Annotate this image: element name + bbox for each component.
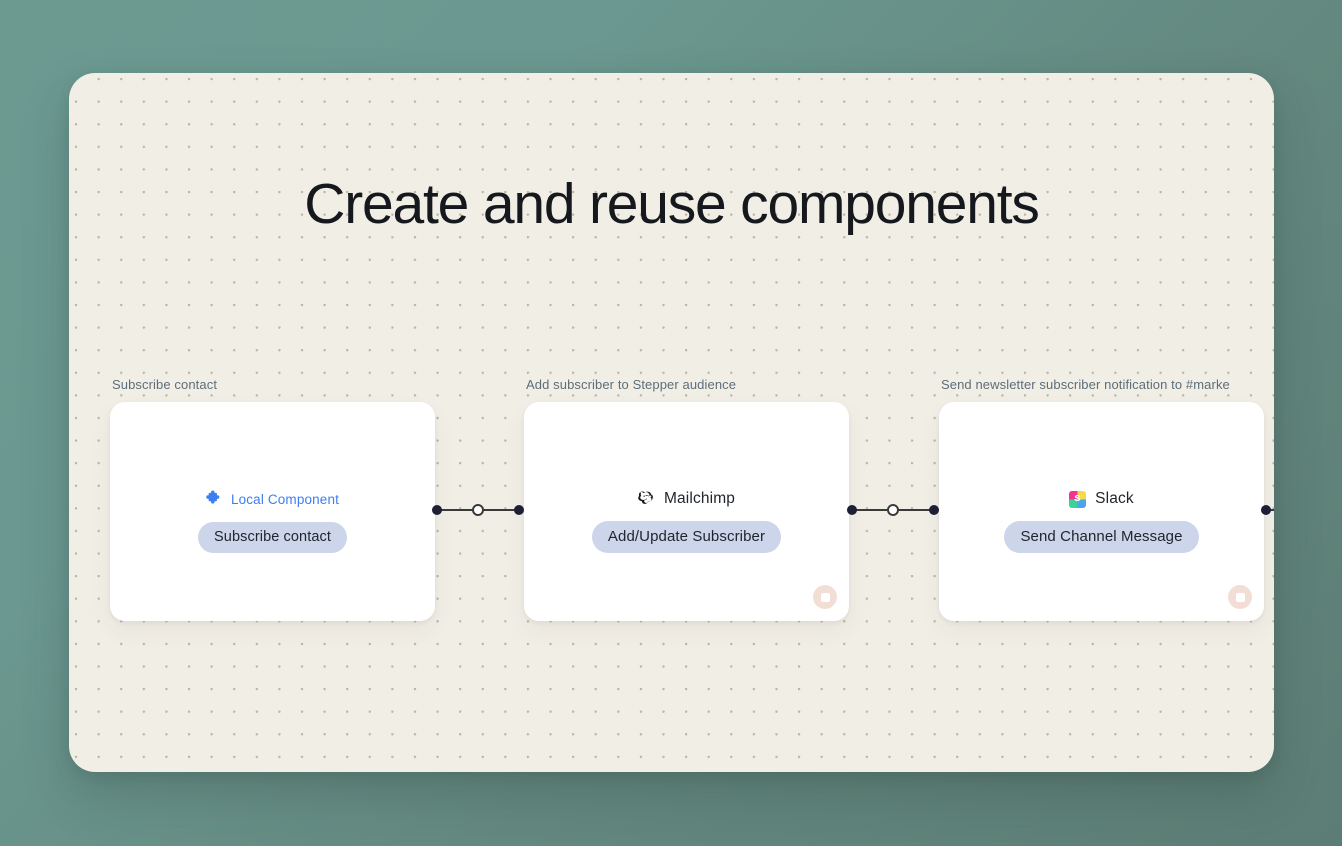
node-app-name: Local Component (230, 492, 340, 507)
node-action-pill[interactable]: Add/Update Subscriber (591, 521, 782, 553)
stop-square-icon (1235, 592, 1245, 602)
node-action-pill[interactable]: Subscribe contact (198, 521, 347, 553)
workflow-node[interactable]: Add subscriber to Stepper audience Mailc… (524, 377, 849, 621)
workflow-flow: Subscribe contact Local Component Subscr… (69, 73, 1274, 772)
stop-badge[interactable] (813, 585, 837, 609)
workflow-node[interactable]: Send newsletter subscriber notification … (939, 377, 1264, 621)
slack-icon (1069, 490, 1087, 508)
stop-badge[interactable] (1228, 585, 1252, 609)
workflow-canvas[interactable]: Create and reuse components Subscribe co… (69, 73, 1274, 772)
node-app-name: Slack (1095, 490, 1134, 507)
node-card[interactable]: Mailchimp Add/Update Subscriber (524, 402, 849, 621)
node-connector[interactable] (432, 504, 524, 516)
puzzle-piece-icon (206, 489, 222, 510)
node-action-pill[interactable]: Send Channel Message (1004, 521, 1199, 553)
page-title: Create and reuse components (304, 172, 1040, 236)
mailchimp-icon (638, 488, 655, 510)
node-app: Mailchimp (638, 488, 735, 510)
node-connector[interactable] (1261, 504, 1274, 516)
connector-endpoint-right-icon (514, 505, 524, 515)
node-app: Slack (1069, 488, 1134, 510)
stop-square-icon (820, 592, 830, 602)
connector-add-step-icon[interactable] (472, 504, 484, 516)
workflow-node[interactable]: Subscribe contact Local Component Subscr… (110, 377, 435, 621)
connector-endpoint-left-icon (847, 505, 857, 515)
node-label: Add subscriber to Stepper audience (526, 377, 737, 392)
node-app: Local Component (206, 489, 339, 511)
node-connector[interactable] (847, 504, 939, 516)
connector-endpoint-left-icon (432, 505, 442, 515)
node-label: Send newsletter subscriber notification … (941, 377, 1230, 392)
node-label: Subscribe contact (112, 377, 218, 392)
node-app-name: Mailchimp (663, 490, 736, 507)
node-card[interactable]: Slack Send Channel Message (939, 402, 1264, 621)
connector-endpoint-right-icon (929, 505, 939, 515)
connector-add-step-icon[interactable] (887, 504, 899, 516)
connector-endpoint-left-icon (1261, 505, 1271, 515)
node-card[interactable]: Local Component Subscribe contact (110, 402, 435, 621)
